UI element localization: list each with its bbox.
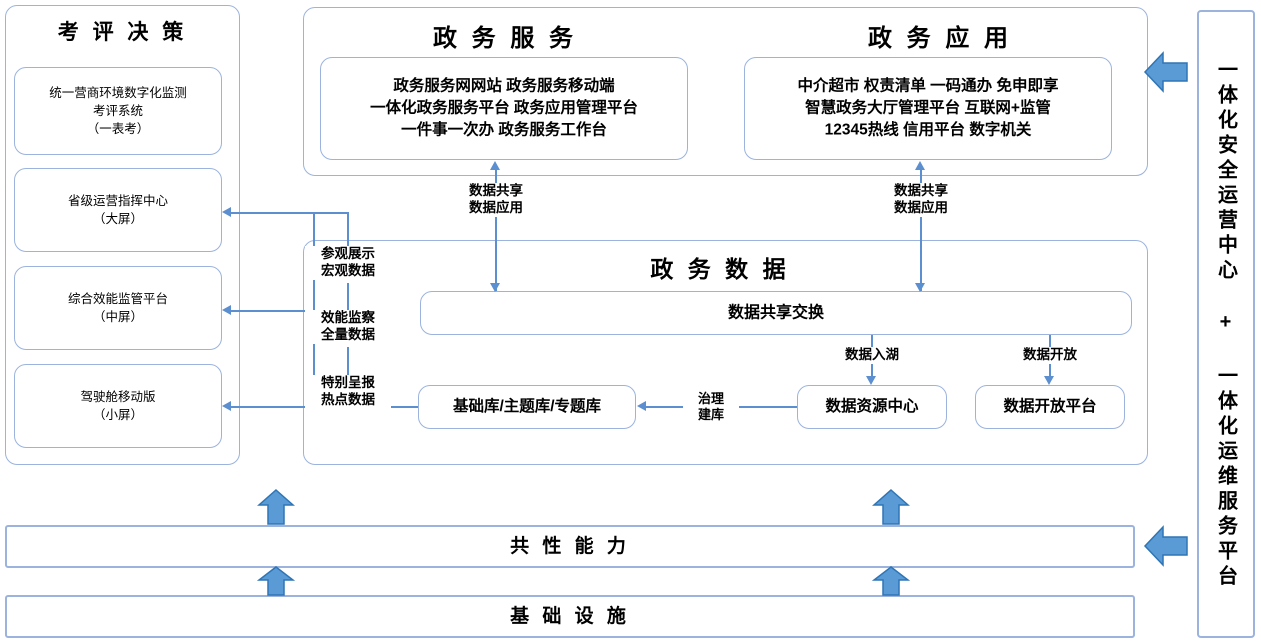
- eval-decision-title: 考 评 决 策: [57, 21, 188, 44]
- government-application-box[interactable]: 中介超市 权责清单 一码通办 免申即享 智慧政务大厅管理平台 互联网+监管 12…: [744, 57, 1112, 160]
- connector-spine-low: [347, 347, 349, 375]
- block-arrow-up-icon: [872, 566, 910, 596]
- government-application-items: 中介超市 权责清单 一码通办 免申即享 智慧政务大厅管理平台 互联网+监管 12…: [797, 76, 1059, 139]
- connector-left-bus: [313, 212, 315, 407]
- connector-application-data: [920, 169, 922, 291]
- eval-box-comprehensive-supervision[interactable]: 综合效能监管平台 （中屏）: [14, 266, 222, 350]
- unified-security-operations-column[interactable]: 一体化安全运营中心 + 一体化运维服务平台: [1197, 10, 1255, 638]
- edge-label-data-open: 数据开放: [1006, 347, 1094, 364]
- edge-label-efficiency: 效能监察 全量数据: [305, 310, 391, 344]
- edge-label-share-apply-left: 数据共享 数据应用: [448, 183, 544, 217]
- edge-label-data-to-lake: 数据入湖: [828, 347, 916, 364]
- eval-box-unified-monitoring[interactable]: 统一营商环境数字化监测 考评系统 （一表考）: [14, 67, 222, 155]
- data-resource-center-label: 数据资源中心: [825, 397, 919, 415]
- connector-spine-mid: [347, 283, 349, 310]
- block-arrow-left-icon: [1143, 50, 1189, 94]
- edge-label-special-report: 特别呈报 热点数据: [305, 375, 391, 409]
- unified-security-operations-label: 一体化安全运营中心 + 一体化运维服务平台: [1214, 58, 1237, 590]
- eval-box-text: 综合效能监管平台 （中屏）: [67, 291, 168, 324]
- government-service-box[interactable]: 政务服务网网站 政务服务移动端 一体化政务服务平台 政务应用管理平台 一件事一次…: [320, 57, 688, 160]
- edge-label-visit-display: 参观展示 宏观数据: [305, 246, 391, 280]
- common-capability-bar[interactable]: 共 性 能 力: [5, 525, 1135, 568]
- infrastructure-label: 基 础 设 施: [510, 605, 630, 627]
- data-open-platform-label: 数据开放平台: [1003, 397, 1097, 415]
- block-arrow-up-icon: [257, 488, 295, 526]
- library-box[interactable]: 基础库/主题库/专题库: [418, 385, 636, 429]
- arrowhead-up-service: [490, 161, 500, 170]
- connector-spine-top: [347, 212, 349, 247]
- data-open-platform-box[interactable]: 数据开放平台: [975, 385, 1125, 429]
- eval-box-text: 统一营商环境数字化监测 考评系统 （一表考）: [49, 85, 187, 137]
- arrowhead-to-command-center: [222, 207, 231, 217]
- eval-box-cockpit-mobile[interactable]: 驾驶舱移动版 （小屏）: [14, 364, 222, 448]
- data-sharing-exchange-bar[interactable]: 数据共享交换: [420, 291, 1132, 335]
- government-service-title: 政 务 服 务: [432, 25, 577, 52]
- arrowhead-down-application: [915, 283, 925, 292]
- edge-label-share-apply-right: 数据共享 数据应用: [873, 183, 969, 217]
- infrastructure-bar[interactable]: 基 础 设 施: [5, 595, 1135, 638]
- edge-label-governance: 治理 建库: [683, 391, 739, 424]
- block-arrow-up-icon: [872, 488, 910, 526]
- connector-service-data: [495, 169, 497, 291]
- connector-to-supervision: [230, 310, 348, 312]
- arrowhead-up-application: [915, 161, 925, 170]
- library-label: 基础库/主题库/专题库: [452, 397, 602, 415]
- eval-box-text: 驾驶舱移动版 （小屏）: [80, 389, 156, 422]
- government-data-title: 政 务 数 据: [650, 256, 790, 282]
- connector-to-command-center: [230, 212, 348, 214]
- arrowhead-to-cockpit: [222, 401, 231, 411]
- arrowhead-to-supervision: [222, 305, 231, 315]
- arrowhead-governance: [637, 401, 646, 411]
- block-arrow-up-icon: [257, 566, 295, 596]
- data-resource-center-box[interactable]: 数据资源中心: [797, 385, 947, 429]
- eval-box-provincial-command-center[interactable]: 省级运营指挥中心 （大屏）: [14, 168, 222, 252]
- eval-box-text: 省级运营指挥中心 （大屏）: [67, 193, 168, 226]
- government-application-title: 政 务 应 用: [867, 25, 1012, 52]
- connector-to-cockpit: [230, 406, 315, 408]
- block-arrow-left-icon: [1143, 524, 1189, 568]
- arrowhead-data-to-lake: [866, 376, 876, 385]
- arrowhead-down-service: [490, 283, 500, 292]
- government-service-items: 政务服务网网站 政务服务移动端 一体化政务服务平台 政务应用管理平台 一件事一次…: [370, 76, 638, 139]
- common-capability-label: 共 性 能 力: [510, 535, 630, 557]
- data-sharing-exchange-label: 数据共享交换: [727, 304, 824, 322]
- arrowhead-data-open: [1044, 376, 1054, 385]
